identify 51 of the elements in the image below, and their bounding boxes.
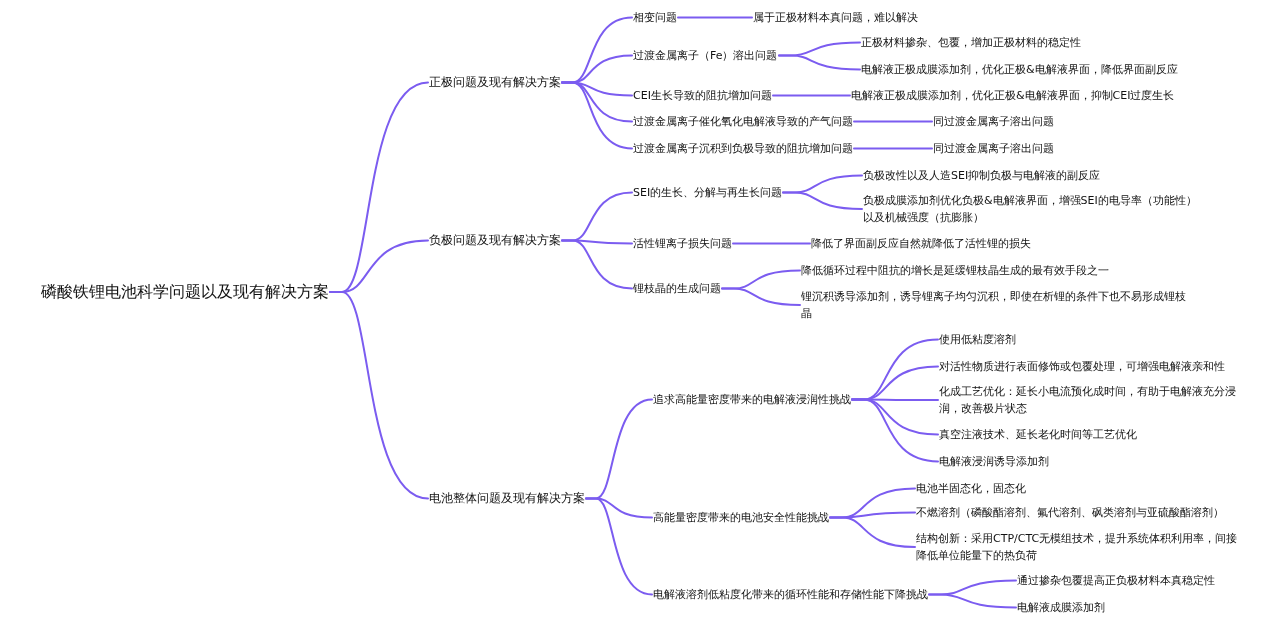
connector-line	[721, 287, 801, 306]
connector-line	[561, 239, 633, 290]
topic-text: 不燃溶剂（磷酸酯溶剂、氟代溶剂、砜类溶剂与亚硫酸酯溶剂）	[915, 503, 1225, 521]
connector-line	[329, 291, 429, 500]
topic-text: 电池半固态化，固态化	[915, 479, 1027, 497]
topic-text: 同过渡金属离子溶出问题	[932, 112, 1055, 130]
topic-text: 电解液成膜添加剂	[1016, 598, 1106, 616]
topic-text: 化成工艺优化：延长小电流预化成时间，有助于电解液充分浸润，改善极片状态	[938, 383, 1240, 417]
topic-text: 负极问题及现有解决方案	[428, 231, 562, 249]
topic-text: 高能量密度带来的电池安全性能挑战	[652, 508, 830, 526]
topic-text: 相变问题	[632, 8, 678, 26]
topic-text: 同过渡金属离子溶出问题	[932, 139, 1055, 157]
connector-line	[851, 398, 939, 463]
connector-line	[732, 242, 811, 245]
topic-text: 正极材料掺杂、包覆，增加正极材料的稳定性	[860, 33, 1082, 51]
topic-text: 属于正极材料本真问题，难以解决	[752, 8, 919, 26]
topic-text: 过渡金属离子催化氧化电解液导致的产气问题	[632, 112, 854, 130]
topic-text: 电解液正极成膜添加剂，优化正极&电解液界面，降低界面副反应	[860, 60, 1179, 78]
topic-text: CEI生长导致的阻抗增加问题	[632, 86, 773, 104]
topic-text: 降低循环过程中阻抗的增长是延缓锂枝晶生成的最有效手段之一	[800, 261, 1110, 279]
topic-text: 正极问题及现有解决方案	[428, 73, 562, 91]
topic-text: 负极成膜添加剂优化负极&电解液界面，增强SEI的电导率（功能性）以及机械强度（抗膨胀）	[862, 192, 1199, 226]
topic-text: 过渡金属离子沉积到负极导致的阻抗增加问题	[632, 139, 854, 157]
connector-line	[928, 593, 1017, 609]
topic-text: 电池整体问题及现有解决方案	[428, 489, 586, 507]
central-topic: 磷酸铁锂电池科学问题以及现有解决方案	[40, 281, 330, 303]
connector-line	[677, 16, 753, 19]
connector-line	[853, 120, 933, 123]
topic-text: SEI的生长、分解与再生长问题	[632, 183, 784, 201]
connector-line	[829, 516, 916, 548]
topic-text: 活性锂离子损失问题	[632, 234, 733, 252]
topic-text: 过渡金属离子（Fe）溶出问题	[632, 46, 779, 64]
topic-text: 电解液正极成膜添加剂，优化正极&电解液界面，抑制CEI过度生长	[850, 86, 1176, 104]
connector-line	[561, 81, 633, 150]
topic-text: 对活性物质进行表面修饰或包覆处理，可增强电解液亲和性	[938, 357, 1226, 375]
connector-line	[778, 54, 861, 71]
topic-text: 追求高能量密度带来的电解液浸润性挑战	[652, 390, 852, 408]
topic-text: 电解液浸润诱导添加剂	[938, 452, 1050, 470]
connector-line	[853, 147, 933, 150]
topic-text: 锂枝晶的生成问题	[632, 279, 722, 297]
topic-text: 锂沉积诱导添加剂，诱导锂离子均匀沉积，即使在析锂的条件下也不易形成锂枝晶	[800, 288, 1197, 322]
topic-text: 使用低粘度溶剂	[938, 330, 1017, 348]
topic-text: 通过掺杂包覆提高正负极材料本真稳定性	[1016, 571, 1216, 589]
topic-text: 降低了界面副反应自然就降低了活性锂的损失	[810, 234, 1032, 252]
connector-line	[585, 497, 653, 596]
connector-line	[772, 94, 851, 97]
topic-text: 电解液溶剂低粘度化带来的循环性能和存储性能下降挑战	[652, 585, 929, 603]
connector-line	[782, 191, 863, 210]
topic-text: 真空注液技术、延长老化时间等工艺优化	[938, 425, 1138, 443]
topic-text: 负极改性以及人造SEI抑制负极与电解液的副反应	[862, 166, 1102, 184]
topic-text: 结构创新：采用CTP/CTC无模组技术，提升系统体积利用率，间接降低单位能量下的热负荷	[915, 530, 1247, 564]
